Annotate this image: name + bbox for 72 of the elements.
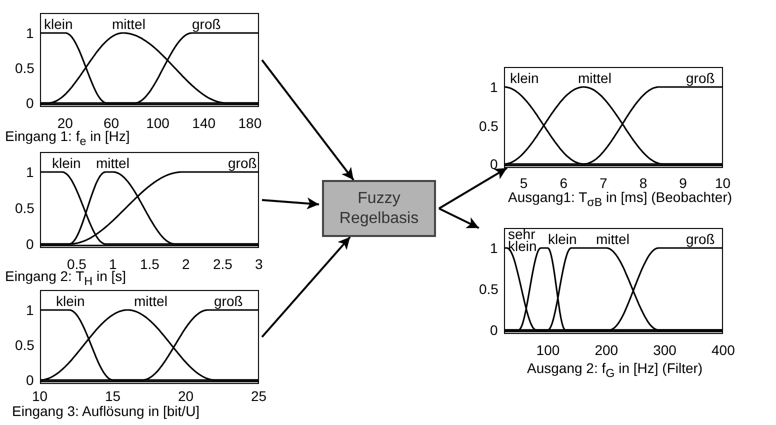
tick-label: 1 (26, 165, 34, 179)
tick-label: 25 (251, 389, 267, 403)
axis-caption: Ausgang 2: f$_{G}$ in [Hz] (Filter) (527, 361, 703, 380)
set-label: mittel (96, 156, 130, 170)
tick-label: 0.5 (15, 201, 34, 215)
set-label: klein (44, 17, 73, 31)
tick-label: 1 (26, 303, 34, 317)
tick-label: 1 (109, 257, 117, 271)
tick-label: 0 (490, 157, 498, 171)
tick-label: 5 (520, 176, 528, 190)
set-label: sehr klein (508, 229, 538, 253)
tick-label: 9 (679, 176, 687, 190)
tick-label: 2.5 (213, 257, 232, 271)
tick-label: 100 (536, 343, 560, 357)
tick-label: 60 (103, 116, 120, 130)
tick-label: 0.5 (479, 282, 498, 296)
tick-label: 180 (238, 116, 262, 130)
tick-label: 10 (32, 389, 48, 403)
arrow (262, 197, 320, 210)
tick-label: 1.5 (140, 257, 160, 271)
tick-label: 140 (192, 116, 216, 130)
arrow (438, 208, 480, 229)
tick-label: 0 (26, 373, 34, 387)
tick-label: 0.5 (67, 257, 86, 271)
tick-label: 0.5 (479, 118, 498, 132)
axis-caption: Ausgang1: T$_{σB}$ in [ms] (Beobachter) (508, 190, 732, 208)
set-label: klein (548, 232, 577, 246)
tick-label: 6 (560, 176, 568, 190)
tick-label: 400 (712, 343, 735, 357)
tick-label: 0.5 (15, 61, 34, 75)
tick-label: 7 (600, 176, 608, 190)
set-label: mittel (596, 232, 630, 246)
set-label: klein (52, 156, 81, 170)
set-label: groß (192, 17, 221, 31)
tick-label: 1 (26, 26, 34, 40)
chart-frame (40, 290, 259, 384)
set-label: groß (686, 232, 715, 246)
chart-frame (504, 67, 723, 168)
tick-label: 15 (105, 389, 121, 403)
tick-label: 1 (490, 80, 498, 94)
tick-label: 0.5 (15, 338, 34, 352)
arrow (261, 59, 354, 181)
set-label: klein (56, 294, 85, 308)
set-label: groß (214, 294, 243, 308)
tick-label: 0 (490, 323, 498, 337)
tick-label: 1 (490, 241, 498, 255)
set-label: mittel (578, 71, 612, 85)
set-label: mittel (134, 294, 168, 308)
tick-label: 20 (178, 389, 194, 403)
set-label: groß (228, 156, 257, 170)
set-label: mittel (112, 17, 146, 31)
axis-caption: Eingang 1: f$_{e}$ in [Hz] (5, 129, 130, 148)
process-box: Fuzzy Regelbasis (322, 180, 436, 237)
tick-label: 0 (26, 96, 34, 110)
tick-label: 20 (57, 116, 73, 130)
chart-frame (40, 152, 259, 248)
arrow (261, 236, 351, 338)
arrow (438, 167, 508, 210)
tick-label: 3 (255, 257, 263, 271)
chart-frame (40, 13, 259, 107)
tick-label: 300 (653, 343, 676, 357)
tick-label: 8 (639, 176, 648, 190)
axis-caption: Eingang 3: Auflösung in [bit/U] (12, 404, 200, 418)
tick-label: 200 (594, 343, 618, 357)
tick-label: 10 (715, 176, 731, 190)
axis-caption: Eingang 2: T$_{H}$ in [s] (5, 269, 126, 288)
tick-label: 0 (26, 237, 34, 251)
chart-frame (504, 228, 723, 334)
set-label: groß (686, 71, 715, 85)
tick-label: 100 (146, 116, 170, 130)
tick-label: 2 (182, 257, 190, 271)
set-label: klein (510, 71, 539, 85)
